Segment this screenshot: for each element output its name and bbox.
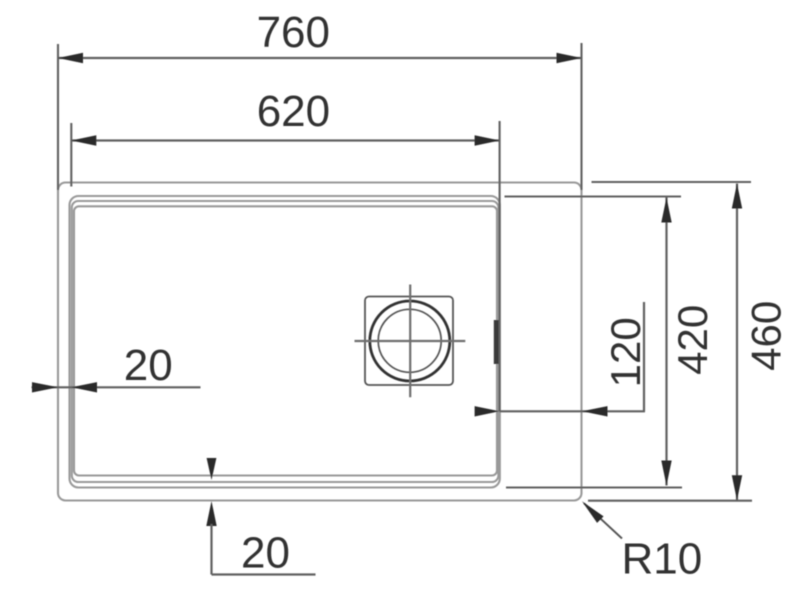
svg-text:20: 20 [241,529,290,578]
svg-text:460: 460 [743,301,790,371]
svg-text:20: 20 [124,341,173,390]
svg-text:R10: R10 [622,535,703,584]
svg-text:120: 120 [602,317,649,387]
svg-text:620: 620 [257,87,330,136]
svg-text:760: 760 [257,8,330,57]
svg-text:420: 420 [669,305,716,375]
